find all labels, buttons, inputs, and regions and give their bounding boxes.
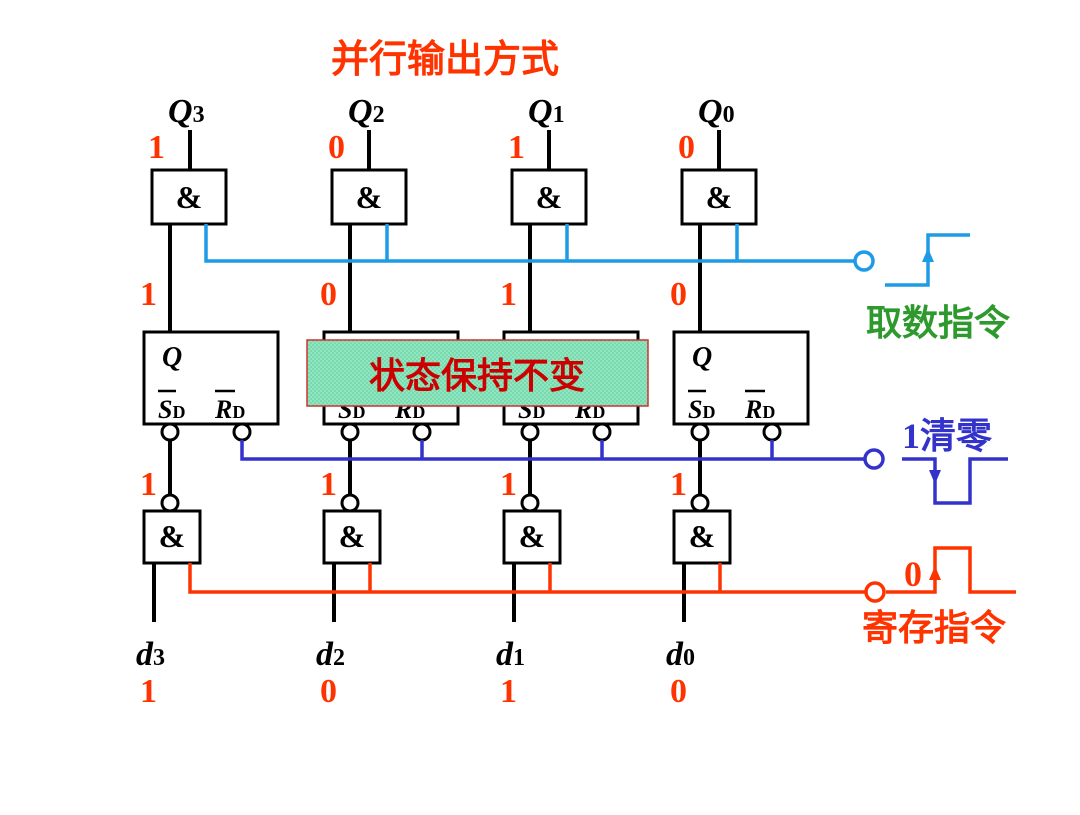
store-bus [188,563,866,594]
ff-0-sd-bubble [690,422,710,442]
flip-flop-3 [142,330,280,426]
input-gate-0-bubble [690,493,710,513]
output-gate-3-symbol: & [176,179,203,215]
clear-pulse-arrow-icon [929,470,941,484]
input-value-d2: 0 [320,673,337,710]
output-gate-2-symbol: & [356,179,383,215]
output-label-q1: Q1 [528,93,565,130]
ff-0-sd-label: SD [688,395,715,424]
store-terminal [864,581,886,603]
output-label-q2: Q2 [348,93,385,130]
output-value-q1: 1 [508,129,525,166]
ff-0-rd-bubble [762,422,782,442]
input-gate-3 [142,509,202,565]
set-value-0: 1 [670,466,687,503]
output-gate-0 [680,168,758,226]
output-gate-1-symbol: & [536,179,563,215]
output-label-q0: Q0 [698,93,735,130]
bit-column-0: Q0 0 & 0 Q SD RD 1 & d0 0 [666,93,810,710]
ff-3-sd-bubble [160,422,180,442]
ff-3-rd-label: RD [214,395,245,424]
input-gate-2-bubble [340,493,360,513]
clear-label: 1清零 [902,416,993,456]
fetch-pulse-arrow-icon [922,248,934,262]
clear-line [240,440,1008,505]
set-value-2: 1 [320,466,337,503]
output-label-q3: Q3 [168,93,205,130]
flip-flop-0 [672,330,810,426]
ff-0-q-label: Q [692,342,712,373]
store-instruction-label: 寄存指令 [862,608,1007,648]
output-value-q2: 0 [328,129,345,166]
fetch-bus [204,224,855,263]
store-pulse-arrow-icon [929,566,941,580]
store-line [188,546,1016,603]
input-gate-2-symbol: & [339,518,366,554]
input-label-d1: d1 [496,636,525,673]
set-value-1: 1 [500,466,517,503]
ff-q-value-3: 1 [140,276,157,313]
input-label-d3: d3 [136,636,165,673]
input-gate-0 [672,509,732,565]
output-gate-0-symbol: & [706,179,733,215]
fetch-instruction-label: 取数指令 [866,303,1011,343]
input-value-d3: 1 [140,673,157,710]
store-pulse [886,546,1016,594]
input-gate-1 [502,509,562,565]
input-label-d2: d2 [316,636,345,673]
clear-pulse [902,457,1008,505]
input-gate-0-symbol: & [689,518,716,554]
bit-column-3: Q3 1 & 1 Q SD RD 1 & d3 1 [136,93,280,710]
output-gate-3 [150,168,228,226]
input-gate-1-symbol: & [519,518,546,554]
input-gate-3-bubble [160,493,180,513]
status-banner [306,339,649,407]
input-gate-2 [322,509,382,565]
set-value-3: 1 [140,466,157,503]
output-value-q3: 1 [148,129,165,166]
ff-2-sd-bubble [340,422,360,442]
ff-0-rd-label: RD [744,395,775,424]
store-value: 0 [904,554,922,594]
input-value-d1: 1 [500,673,517,710]
ff-3-q-label: Q [162,342,182,373]
clear-bus [240,440,865,461]
input-value-d0: 0 [670,673,687,710]
output-gate-2 [330,168,408,226]
ff-2-rd-bubble [412,422,432,442]
ff-q-value-0: 0 [670,276,687,313]
ff-3-rd-bubble [232,422,252,442]
ff-1-rd-bubble [592,422,612,442]
ff-q-value-1: 1 [500,276,517,313]
status-banner-text: 状态保持不变 [369,355,585,396]
input-gate-3-symbol: & [159,518,186,554]
ff-3-sd-label: SD [158,395,185,424]
input-label-d0: d0 [666,636,695,673]
output-value-q0: 0 [678,129,695,166]
clear-terminal [863,448,885,470]
ff-q-value-2: 0 [320,276,337,313]
ff-1-sd-bubble [520,422,540,442]
fetch-terminal [853,250,875,272]
diagram-title: 并行输出方式 [331,39,559,81]
input-gate-1-bubble [520,493,540,513]
output-gate-1 [510,168,588,226]
